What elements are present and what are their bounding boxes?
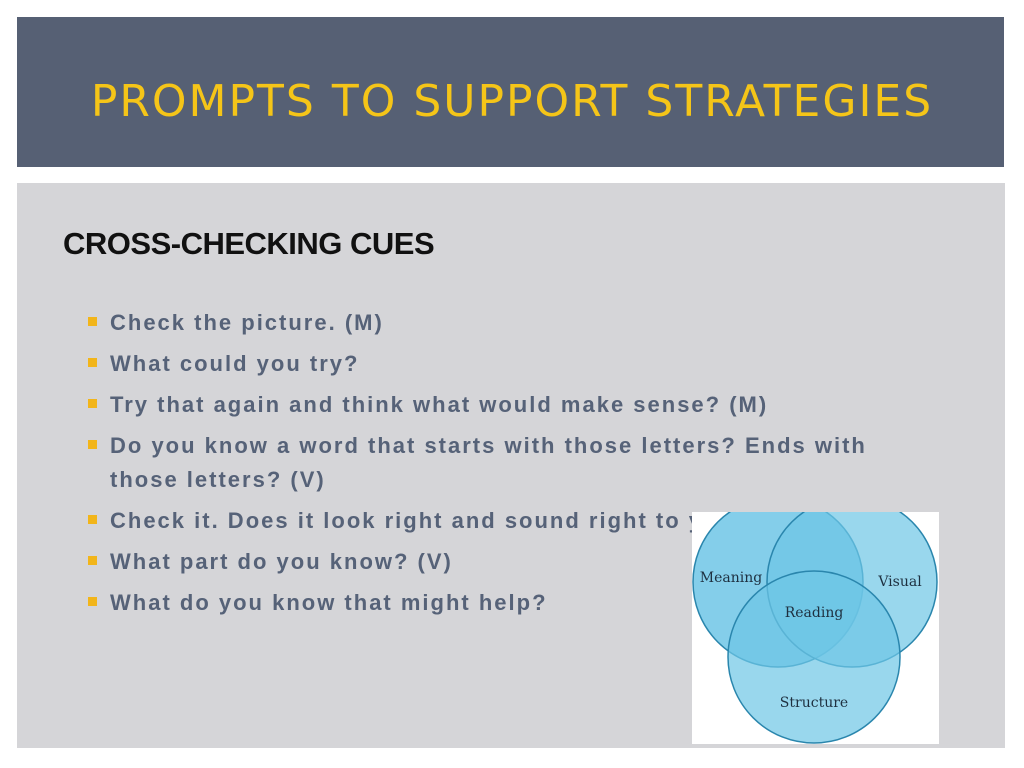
bullet-item: Do you know a word that starts with thos…	[86, 429, 926, 497]
bullet-list: Check the picture. (M) What could you tr…	[86, 306, 926, 627]
bullet-square-icon	[88, 515, 97, 524]
bullet-item: What do you know that might help?	[86, 586, 926, 620]
venn-circle-structure	[727, 570, 901, 744]
bullet-text: Do you know a word that starts with thos…	[110, 433, 867, 492]
venn-label-meaning: Meaning	[700, 570, 762, 586]
bullet-square-icon	[88, 358, 97, 367]
venn-label-reading: Reading	[785, 605, 844, 621]
venn-label-visual: Visual	[877, 574, 922, 590]
bullet-item: Check the picture. (M)	[86, 306, 926, 340]
bullet-square-icon	[88, 597, 97, 606]
bullet-text: What could you try?	[110, 351, 360, 376]
bullet-square-icon	[88, 399, 97, 408]
bullet-item: Try that again and think what would make…	[86, 388, 926, 422]
slide-title: PROMPTS TO SUPPORT STRATEGIES	[90, 76, 934, 127]
bullet-text: Try that again and think what would make…	[110, 392, 769, 417]
bullet-square-icon	[88, 317, 97, 326]
venn-label-structure: Structure	[780, 695, 848, 711]
title-bar	[17, 17, 1004, 167]
slide-subtitle: CROSS-CHECKING CUES	[63, 226, 435, 261]
bullet-item: What part do you know? (V)	[86, 545, 926, 579]
venn-diagram: Meaning Visual Reading Structure	[692, 512, 939, 744]
bullet-text: Check the picture. (M)	[110, 310, 384, 335]
venn-diagram-svg: Meaning Visual Reading Structure	[692, 512, 938, 744]
bullet-square-icon	[88, 556, 97, 565]
bullet-text: What do you know that might help?	[110, 590, 548, 615]
bullet-item: What could you try?	[86, 347, 926, 381]
bullet-text: What part do you know? (V)	[110, 549, 453, 574]
bullet-square-icon	[88, 440, 97, 449]
